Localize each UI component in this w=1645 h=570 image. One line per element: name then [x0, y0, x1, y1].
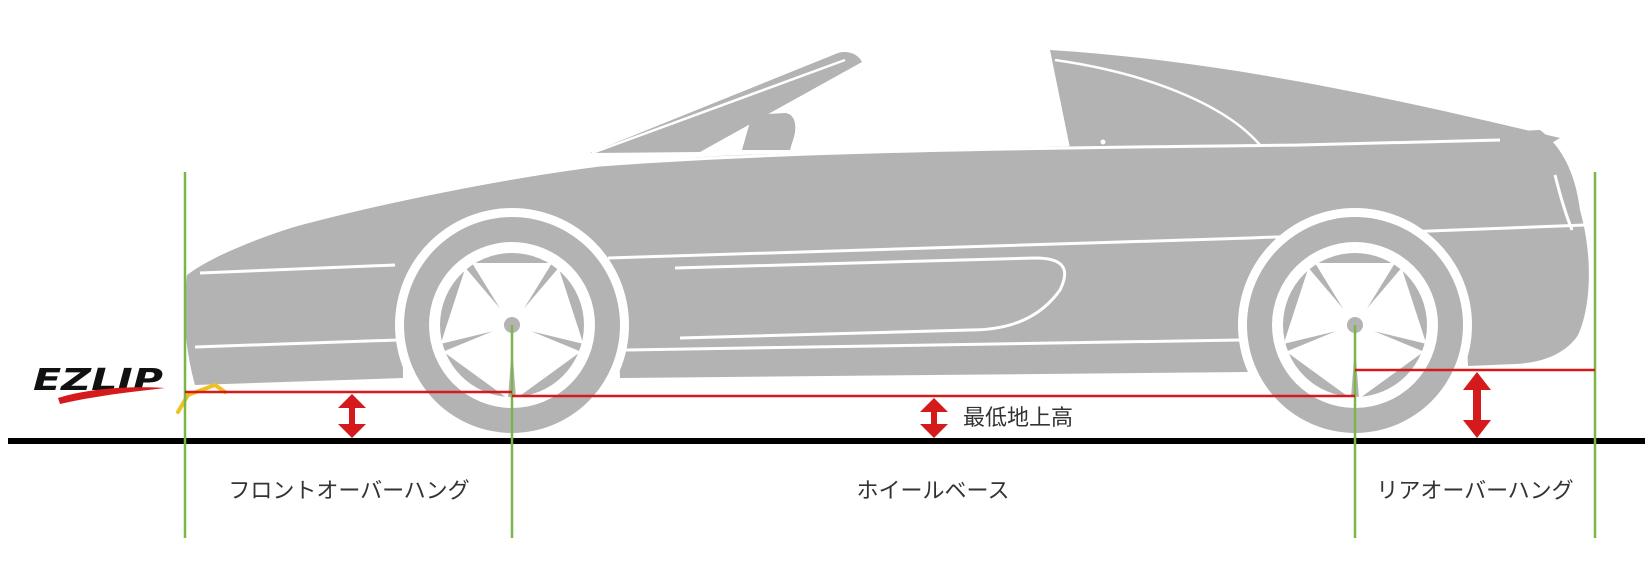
rear-double-arrow-icon	[1463, 372, 1491, 438]
mirror	[742, 113, 796, 150]
car-silhouette-icon	[184, 50, 1589, 385]
guide-lines	[183, 172, 1597, 538]
front-overhang-label: フロントオーバーハング	[228, 479, 469, 504]
ezlip-logo-icon: EZLIP	[33, 363, 165, 404]
logo-swoosh	[58, 387, 165, 404]
center-double-arrow-icon	[920, 398, 948, 438]
car-body	[184, 130, 1589, 385]
side-intake	[674, 256, 1067, 340]
rear-overhang-label: リアオーバーハング	[1376, 479, 1573, 504]
wheelbase-label: ホイールベース	[857, 479, 1010, 504]
lip-spoiler-icon	[176, 382, 227, 414]
front-double-arrow-icon	[338, 394, 366, 438]
ground-clearance-label: 最低地上高	[963, 406, 1073, 431]
roll-bar	[1050, 50, 1560, 158]
measure-lines	[185, 368, 1595, 398]
front-wheel-icon	[395, 208, 629, 442]
